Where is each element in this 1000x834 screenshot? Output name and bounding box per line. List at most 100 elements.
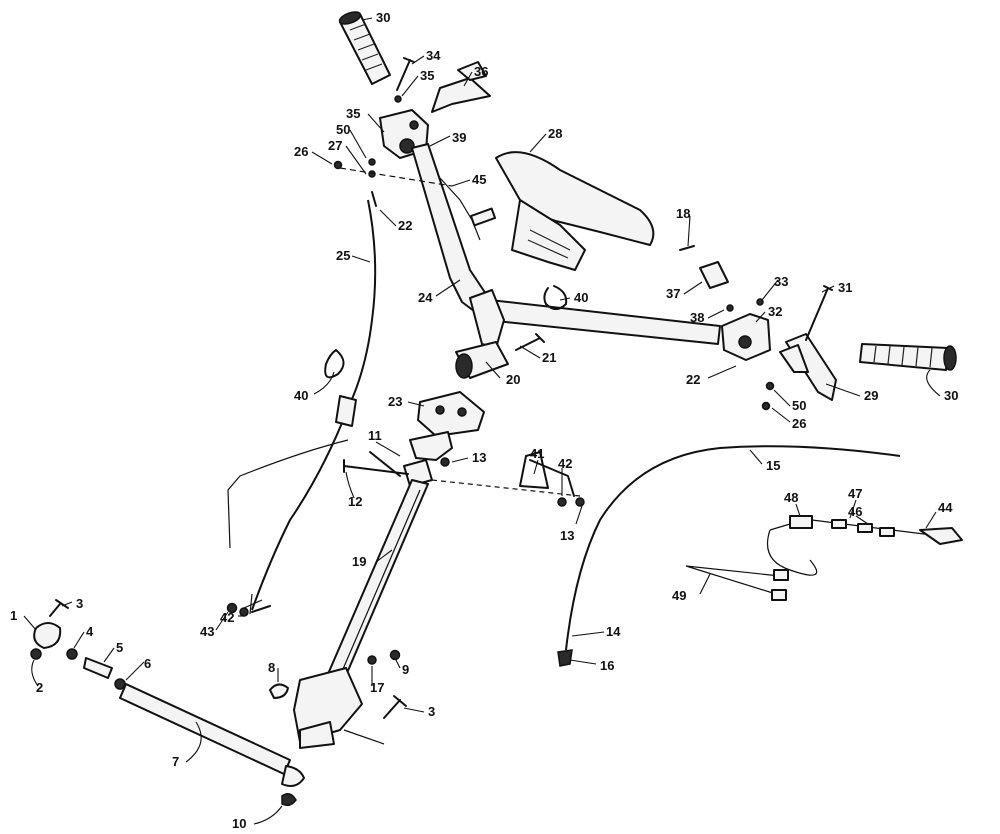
washer-42-lower [239, 607, 249, 617]
callout-18: 18 [676, 206, 690, 221]
callout-26-right: 26 [792, 416, 806, 431]
callout-2: 2 [36, 680, 43, 695]
callout-30-top: 30 [376, 10, 390, 25]
callout-28: 28 [548, 126, 562, 141]
bolt-12 [343, 459, 409, 475]
screw-31 [805, 285, 833, 341]
washer-50-right [765, 381, 775, 391]
nut-26-left [333, 160, 343, 170]
dash-line-26 [339, 167, 453, 187]
callout-47: 47 [848, 486, 862, 501]
callout-50-left: 50 [336, 122, 350, 137]
callout-17: 17 [370, 680, 384, 695]
steering-post [327, 479, 429, 681]
callout-46: 46 [848, 504, 862, 519]
lower-bracket [293, 667, 363, 749]
dash-line-3 [343, 729, 385, 745]
bracket-41 [519, 451, 575, 497]
handlebar [411, 143, 721, 349]
washer-50-left [368, 158, 376, 166]
callout-35-top: 35 [420, 68, 434, 83]
ring-40-right [543, 285, 568, 310]
callout-10: 10 [232, 816, 246, 831]
callout-37: 37 [666, 286, 680, 301]
callout-39: 39 [452, 130, 466, 145]
wiring-connector-49 [685, 565, 789, 601]
nut-26-right [761, 401, 771, 411]
screw-22-left [371, 191, 377, 207]
right-handlebar-grip [859, 343, 957, 371]
part-callouts: 30 34 35 36 35 50 27 39 28 26 45 22 18 2… [10, 10, 958, 831]
callout-19: 19 [352, 554, 366, 569]
pin-11 [369, 451, 401, 477]
callout-34: 34 [426, 48, 441, 63]
screw-18 [679, 245, 695, 251]
callout-20: 20 [506, 372, 520, 387]
bolt-42-lower [251, 605, 271, 613]
callout-15: 15 [766, 458, 780, 473]
nut-38 [726, 304, 734, 312]
callout-27: 27 [328, 138, 342, 153]
callout-44: 44 [938, 500, 953, 515]
handlebar-clamp-20 [455, 341, 509, 379]
callout-42-lower: 42 [220, 610, 234, 625]
callout-4: 4 [86, 624, 94, 639]
callout-7: 7 [172, 754, 179, 769]
callout-32: 32 [768, 304, 782, 319]
cable-end-16 [557, 649, 573, 667]
callout-30-right: 30 [944, 388, 958, 403]
callout-29: 29 [864, 388, 878, 403]
tie-rod-assembly [30, 599, 305, 807]
washer-17 [367, 655, 377, 665]
dash-line-13 [431, 479, 581, 497]
nut-13-top [440, 457, 450, 467]
wiring-harness [766, 515, 963, 576]
callout-38: 38 [690, 310, 704, 325]
nut-9 [389, 649, 401, 661]
handlebar-clamp-23 [417, 391, 485, 437]
throttle-lever [431, 61, 491, 113]
washer-42 [557, 497, 567, 507]
callout-42-right: 42 [558, 456, 572, 471]
callout-11: 11 [368, 428, 382, 443]
hand-guard [495, 151, 655, 271]
cable-end-fitting [243, 593, 263, 615]
callout-12: 12 [348, 494, 362, 509]
callout-1: 1 [10, 608, 17, 623]
callout-5: 5 [116, 640, 123, 655]
callout-31: 31 [838, 280, 852, 295]
callout-48: 48 [784, 490, 798, 505]
nut-43 [226, 602, 238, 614]
callout-45: 45 [472, 172, 486, 187]
kill-switch [439, 177, 497, 241]
callout-26-left: 26 [294, 144, 308, 159]
callout-50-right: 50 [792, 398, 806, 413]
brake-lever [779, 333, 837, 401]
callout-22-left: 22 [398, 218, 412, 233]
leader-lines [23, 17, 941, 825]
callout-8: 8 [268, 660, 275, 675]
screw-34 [396, 57, 415, 91]
bolt-3-lower [383, 695, 407, 719]
throttle-cable [251, 199, 377, 611]
steering-post-top [403, 431, 453, 487]
callout-3-left: 3 [76, 596, 83, 611]
callout-14: 14 [606, 624, 621, 639]
clip-37 [699, 261, 729, 289]
callout-49: 49 [672, 588, 686, 603]
callout-24: 24 [418, 290, 433, 305]
brake-cable [565, 445, 901, 651]
callout-6: 6 [144, 656, 151, 671]
rivet-8 [269, 683, 289, 699]
switch-block [721, 313, 771, 361]
callout-33: 33 [774, 274, 788, 289]
callout-16: 16 [600, 658, 614, 673]
callout-40-right: 40 [574, 290, 588, 305]
callout-23: 23 [388, 394, 402, 409]
cable-sleeve [335, 395, 357, 427]
callout-25: 25 [336, 248, 350, 263]
callout-36: 36 [474, 64, 488, 79]
left-handlebar-grip [338, 11, 391, 85]
callout-13-top: 13 [472, 450, 486, 465]
